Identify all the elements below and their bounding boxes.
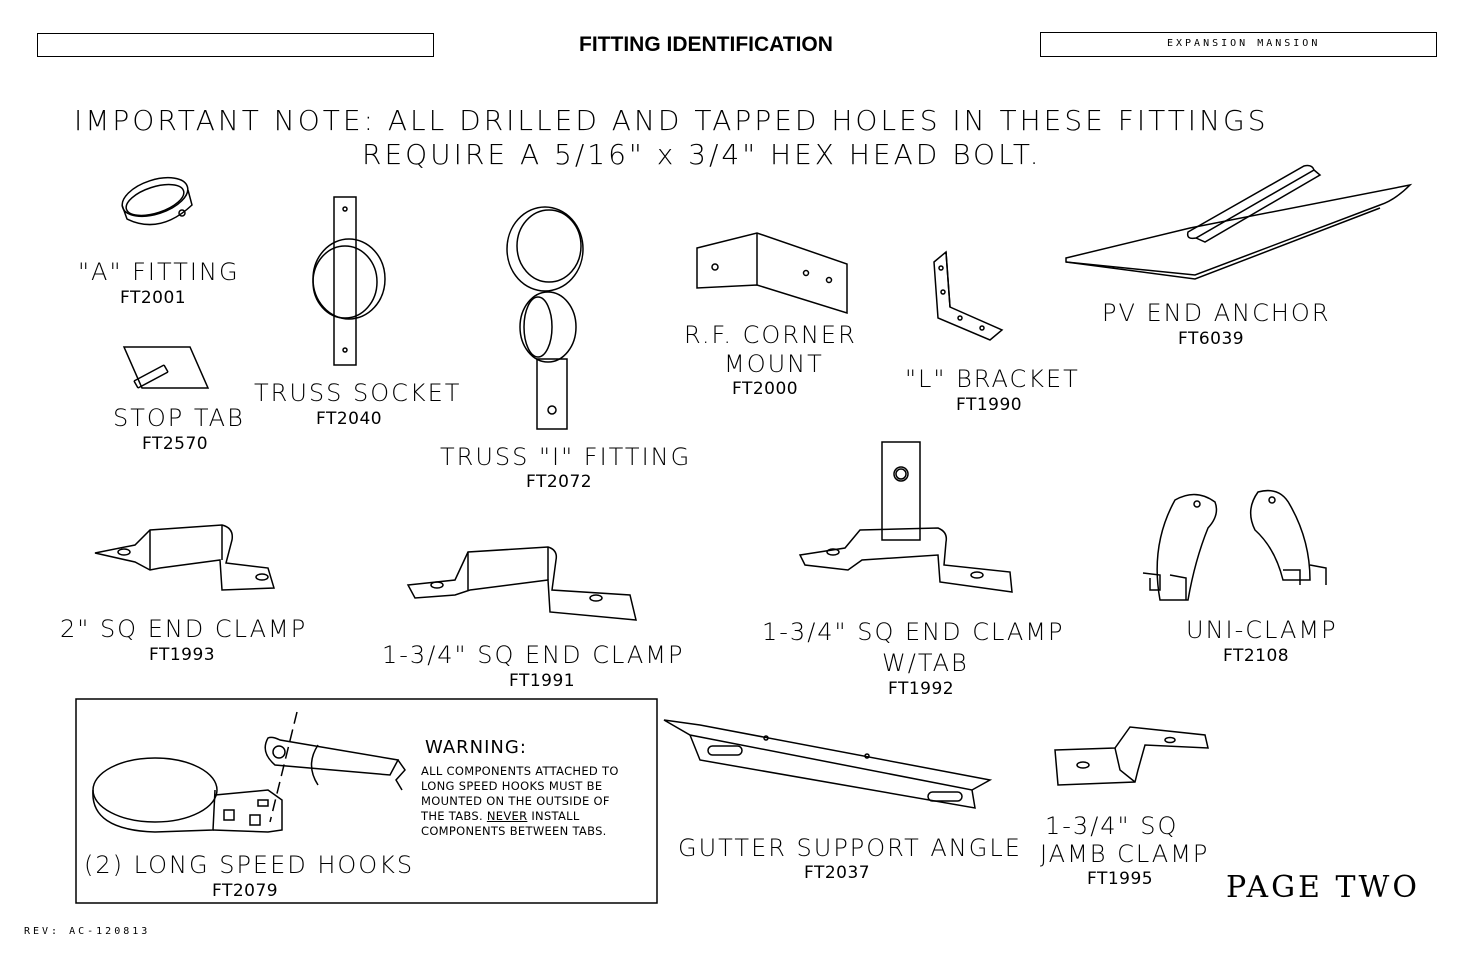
gutter-angle-drawing [663, 719, 993, 809]
truss-socket-code: FT2040 [316, 409, 383, 429]
sq134-end-label: 1-3/4" SQ END CLAMP [382, 641, 685, 669]
truss-socket-label: TRUSS SOCKET [254, 379, 462, 407]
speed-hooks-label: (2) LONG SPEED HOOKS [84, 851, 415, 879]
l-bracket-drawing [933, 250, 1004, 341]
sq2-end-code: FT1993 [149, 645, 216, 665]
sq134-tab-clamp-drawing [798, 441, 1013, 593]
header-left-box [37, 33, 434, 57]
rf-corner-label1: R.F. CORNER [684, 321, 857, 349]
uni-clamp-drawing [1142, 489, 1327, 601]
stop-tab-code: FT2570 [142, 434, 209, 454]
a-fitting-drawing [121, 176, 193, 226]
warning-line: THE TABS. NEVER INSTALL [421, 809, 580, 823]
stop-tab-label: STOP TAB [113, 404, 245, 432]
rf-corner-drawing [696, 232, 848, 315]
sq2-end-clamp-drawing [94, 524, 275, 591]
jamb-code: FT1995 [1087, 869, 1154, 889]
page-title: FITTING IDENTIFICATION [579, 33, 833, 56]
jamb-clamp-drawing [1054, 726, 1209, 786]
page-number: PAGE TWO [1226, 870, 1420, 905]
a-fitting-code: FT2001 [120, 288, 187, 308]
truss-i-code: FT2072 [526, 472, 593, 492]
warning-line: LONG SPEED HOOKS MUST BE [421, 779, 603, 793]
truss-i-drawing [506, 206, 584, 430]
jamb-label2: JAMB CLAMP [1040, 840, 1210, 868]
sq2-end-label: 2" SQ END CLAMP [60, 615, 308, 643]
rf-corner-code: FT2000 [732, 379, 799, 399]
jamb-label1: 1-3/4" SQ [1045, 812, 1179, 840]
speed-hooks-code: FT2079 [212, 881, 279, 901]
sq134-tab-code: FT1992 [888, 679, 955, 699]
warning-text: ALL COMPONENTS ATTACHED TO LONG SPEED HO… [421, 764, 619, 839]
stop-tab-drawing [122, 346, 210, 389]
warning-box [75, 698, 658, 904]
pv-end-code: FT6039 [1178, 329, 1245, 349]
l-bracket-label: "L" BRACKET [905, 365, 1080, 393]
warning-line: COMPONENTS BETWEEN TABS. [421, 824, 607, 838]
important-note-line1: IMPORTANT NOTE: ALL DRILLED AND TAPPED H… [74, 104, 1269, 137]
sq134-tab-label2: W/TAB [882, 649, 969, 677]
sq134-end-code: FT1991 [509, 671, 576, 691]
sq134-end-clamp-drawing [406, 546, 637, 621]
a-fitting-label: "A" FITTING [78, 258, 240, 286]
uni-clamp-code: FT2108 [1223, 646, 1290, 666]
gutter-label: GUTTER SUPPORT ANGLE [678, 834, 1022, 862]
revision-label: REV: AC-120813 [24, 926, 151, 937]
rf-corner-label2: MOUNT [724, 350, 824, 378]
pv-end-label: PV END ANCHOR [1102, 299, 1331, 327]
warning-heading: WARNING: [425, 737, 527, 758]
warning-line: MOUNTED ON THE OUTSIDE OF [421, 794, 610, 808]
sq134-tab-label1: 1-3/4" SQ END CLAMP [762, 618, 1065, 646]
truss-socket-drawing [312, 196, 386, 366]
truss-i-label: TRUSS "I" FITTING [440, 443, 692, 471]
header-right-box: EXPANSION MANSION [1040, 32, 1437, 57]
important-note-line2: REQUIRE A 5/16" x 3/4" HEX HEAD BOLT. [362, 138, 1042, 171]
company-name: EXPANSION MANSION [1167, 38, 1321, 49]
uni-clamp-label: UNI-CLAMP [1186, 616, 1338, 644]
pv-end-anchor-drawing [1065, 164, 1413, 280]
gutter-code: FT2037 [804, 863, 871, 883]
speed-hooks-drawing [92, 711, 406, 833]
l-bracket-code: FT1990 [956, 395, 1023, 415]
warning-line: ALL COMPONENTS ATTACHED TO [421, 764, 619, 778]
